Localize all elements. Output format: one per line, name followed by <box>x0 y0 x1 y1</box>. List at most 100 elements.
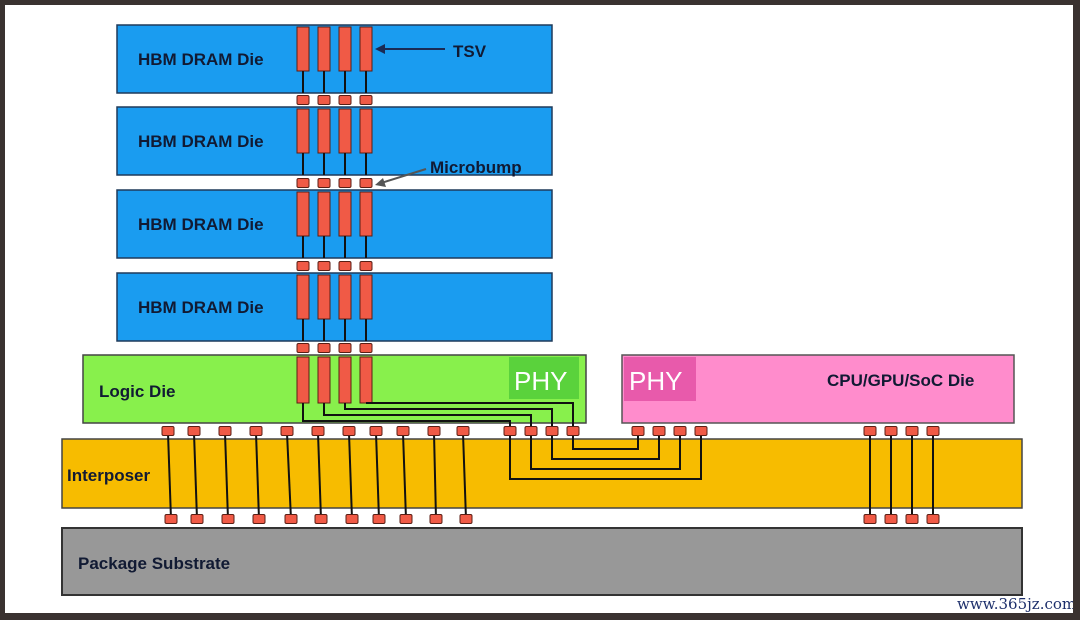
logic-die <box>82 354 587 424</box>
tsv <box>338 26 352 72</box>
tsv <box>296 274 310 320</box>
logic-phy-bump <box>545 426 559 436</box>
soc-phy-label: PHY <box>629 366 682 396</box>
c4-bump <box>252 514 266 524</box>
c4-bump <box>284 514 298 524</box>
tsv <box>338 108 352 154</box>
logic-phy-bump <box>566 426 580 436</box>
c4-bump <box>345 514 359 524</box>
interposer-via <box>255 432 260 520</box>
tsv <box>359 26 373 72</box>
c4-bump <box>314 514 328 524</box>
microbump <box>359 95 373 105</box>
hbm-dram-die-label: HBM DRAM Die <box>138 298 264 317</box>
top-bump <box>926 426 940 436</box>
logic-die-label: Logic Die <box>99 382 176 401</box>
interposer-via <box>375 432 380 520</box>
phy-route <box>530 433 681 470</box>
c4-bump <box>905 514 919 524</box>
top-bump <box>187 426 201 436</box>
tsv <box>296 191 310 237</box>
logic-phy-bump <box>524 426 538 436</box>
interposer-via <box>433 432 437 520</box>
logic-tsv <box>338 356 352 404</box>
interposer-label: Interposer <box>67 466 151 485</box>
top-bump <box>218 426 232 436</box>
hbm-dram-die-label: HBM DRAM Die <box>138 132 264 151</box>
soc-phy-block <box>624 357 696 401</box>
soc-phy-bump <box>673 426 687 436</box>
logic-tsv <box>317 356 331 404</box>
interposer-via <box>193 432 198 520</box>
c4-bump <box>399 514 413 524</box>
interposer <box>61 438 1023 509</box>
top-bump <box>863 426 877 436</box>
hbm-dram-die-label: HBM DRAM Die <box>138 215 264 234</box>
c4-and-micro-bumps <box>161 426 940 524</box>
c4-bump <box>429 514 443 524</box>
top-bump <box>249 426 263 436</box>
c4-bump <box>372 514 386 524</box>
microbump <box>338 178 352 188</box>
phy-route <box>509 433 702 480</box>
top-bump <box>396 426 410 436</box>
hbm-dram-die <box>116 106 553 176</box>
microbump-arrow-head <box>375 178 386 187</box>
top-bump <box>311 426 325 436</box>
top-bump <box>369 426 383 436</box>
top-bump <box>161 426 175 436</box>
tsv <box>359 191 373 237</box>
top-bump <box>427 426 441 436</box>
c4-bump <box>221 514 235 524</box>
tsv <box>317 191 331 237</box>
hbm-dram-die <box>116 189 553 259</box>
logic-tsv <box>359 356 373 404</box>
c4-bump <box>164 514 178 524</box>
tsv <box>338 191 352 237</box>
c4-bump <box>190 514 204 524</box>
tsv <box>338 274 352 320</box>
tsv <box>317 108 331 154</box>
tsv-label: TSV <box>453 42 487 61</box>
microbump-arrow <box>380 168 427 184</box>
c4-bump <box>926 514 940 524</box>
tsv-column <box>296 26 373 404</box>
microbump-annotation: Microbump <box>375 158 522 187</box>
interposer-via <box>317 432 322 520</box>
microbump <box>359 261 373 271</box>
microbump <box>296 343 310 353</box>
logic-tsv <box>296 356 310 404</box>
tsv <box>317 274 331 320</box>
microbump <box>338 261 352 271</box>
microbump <box>359 343 373 353</box>
substrate-label: Package Substrate <box>78 554 230 573</box>
microbump <box>359 178 373 188</box>
logic-route <box>344 403 553 431</box>
interposer-via <box>462 432 467 520</box>
tsv-arrow-head <box>375 44 385 54</box>
microbump <box>338 95 352 105</box>
logic-route <box>323 403 532 431</box>
interposer-via <box>167 432 172 520</box>
top-bump <box>884 426 898 436</box>
tsv <box>359 108 373 154</box>
tsv <box>296 26 310 72</box>
soc-phy-bump <box>652 426 666 436</box>
tsv <box>317 26 331 72</box>
soc-phy-bump <box>694 426 708 436</box>
tsv-annotation: TSV <box>375 42 487 61</box>
diagram-canvas: Package Substrate Interposer PHY Logic D… <box>5 5 1073 613</box>
top-bump <box>342 426 356 436</box>
microbump <box>317 95 331 105</box>
microbump <box>317 343 331 353</box>
logic-route <box>366 402 574 431</box>
microbump <box>338 343 352 353</box>
microbump <box>317 178 331 188</box>
c4-bump <box>459 514 473 524</box>
hbm-dram-die <box>116 272 553 342</box>
hbm-dram-die-label: HBM DRAM Die <box>138 50 264 69</box>
package-substrate <box>61 527 1023 596</box>
microbump <box>296 261 310 271</box>
logic-phy-bump <box>503 426 517 436</box>
